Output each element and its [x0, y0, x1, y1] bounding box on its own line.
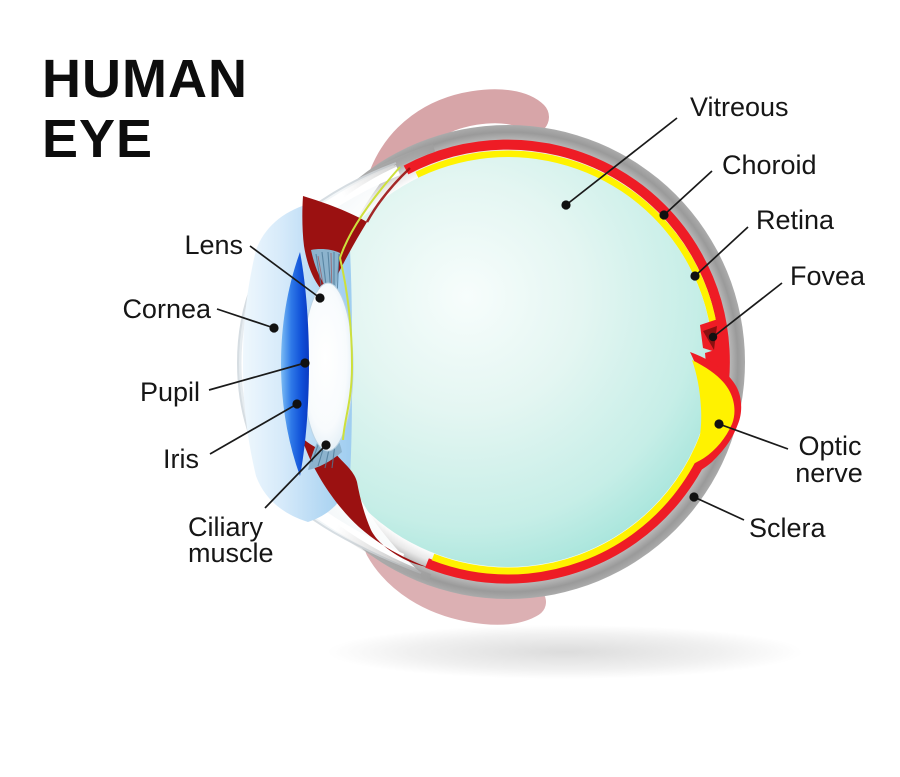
leader-line-pupil [208, 362, 306, 391]
extraocular-muscle-top [369, 89, 549, 193]
label-cornea: Cornea [122, 294, 212, 324]
leader-line-cornea [216, 308, 275, 329]
leader-line-optic-nerve [718, 423, 789, 450]
dot-choroid [659, 210, 669, 220]
label-retina: Retina [756, 205, 835, 235]
optic-nerve-head [692, 360, 735, 464]
ciliary-muscle-bottom [301, 437, 427, 567]
dot-cornea [269, 323, 279, 333]
dot-ciliary-muscle [321, 440, 331, 450]
dot-pupil [300, 358, 310, 368]
lens-back-line [338, 166, 401, 441]
ciliary-muscle-top-tail [365, 167, 411, 223]
dot-lens [315, 293, 325, 303]
label-pupil: Pupil [140, 377, 200, 407]
leader-line-lens [249, 245, 321, 299]
eye-shadow [327, 625, 803, 679]
leader-line-choroid [663, 170, 713, 216]
dot-retina [690, 271, 700, 281]
iris-shape [281, 252, 309, 476]
label-choroid: Choroid [722, 150, 817, 180]
page-title-line1: HUMAN [42, 49, 248, 109]
label-ciliary-muscle-line1: Ciliary [188, 512, 264, 542]
leader-line-retina [694, 226, 749, 277]
sclera-rim-fade-top [339, 144, 436, 198]
label-ciliary-muscle-line2: muscle [188, 538, 274, 568]
leader-line-iris [209, 403, 298, 455]
vitreous-shape [303, 157, 713, 567]
label-optic-nerve-line1: Optic [798, 431, 861, 461]
label-iris: Iris [163, 444, 199, 474]
leader-line-ciliary-muscle [264, 444, 327, 509]
dot-iris [292, 399, 302, 409]
label-lens: Lens [184, 230, 243, 260]
sclera-rim-fade-bottom [333, 524, 432, 582]
leader-lines [208, 117, 789, 521]
label-sclera: Sclera [749, 513, 827, 543]
page-title-line2: EYE [42, 109, 153, 169]
label-optic-nerve-line2: nerve [795, 458, 863, 488]
dot-optic-nerve [714, 419, 724, 429]
leader-line-fovea [712, 282, 783, 338]
dot-sclera [689, 492, 699, 502]
label-fovea: Fovea [790, 261, 866, 291]
label-vitreous: Vitreous [690, 92, 789, 122]
dot-vitreous [561, 200, 571, 210]
leader-line-vitreous [565, 117, 678, 206]
leader-dots [269, 200, 724, 502]
leader-line-sclera [693, 496, 745, 521]
dot-fovea [708, 332, 718, 342]
